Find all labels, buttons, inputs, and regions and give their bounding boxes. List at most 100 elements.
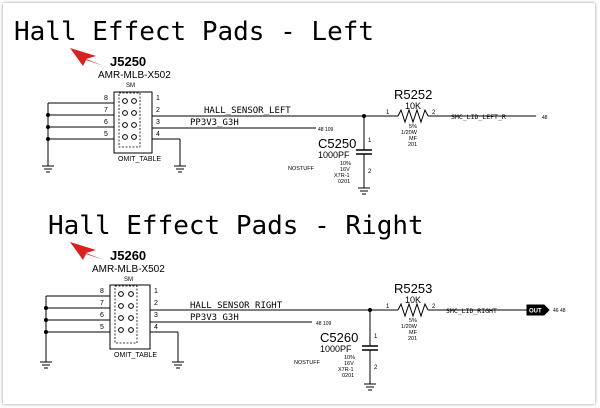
pin-label: 1 <box>156 95 160 102</box>
pin-label: 6 <box>100 312 104 319</box>
net-label: PP3V3_G3H <box>190 313 239 323</box>
resistor-pkg: MF <box>409 330 418 336</box>
pin-label: 2 <box>154 300 158 307</box>
capacitor-c5250 <box>356 116 372 188</box>
connector-footer: OMIT_TABLE <box>118 156 161 163</box>
pin-label: 5 <box>104 131 108 138</box>
out-port-flag-icon <box>526 304 550 316</box>
resistor-tol: 5% <box>409 318 417 324</box>
pin-label: 2 <box>432 304 436 310</box>
capacitor-size: 0201 <box>342 373 354 379</box>
connector-sub: SM <box>126 83 135 89</box>
net-ref: 46 48 <box>553 308 566 314</box>
resistor-tol: 5% <box>409 124 417 130</box>
pin-label: 7 <box>100 300 104 307</box>
pin-label: 2 <box>432 110 436 116</box>
capacitor-dielectric: X7R-1 <box>334 173 350 179</box>
schematic-frame <box>3 3 595 404</box>
pin-label: 3 <box>156 119 160 126</box>
capacitor-dielectric: X7R-1 <box>338 367 354 373</box>
net-label: HALL_SENSOR_RIGHT <box>190 301 283 311</box>
pointer-arrow-icon <box>70 242 104 260</box>
capacitor-volt: 16V <box>340 167 350 173</box>
connector-j5260 <box>109 284 151 350</box>
junction-dot <box>46 125 50 129</box>
pointer-arrow-icon <box>70 48 104 66</box>
connector-sub: SM <box>124 277 133 283</box>
junction-dot <box>44 330 48 334</box>
pin-label: 7 <box>104 107 108 114</box>
pin-label: 5 <box>100 324 104 331</box>
connector-ref: J5260 <box>110 248 146 263</box>
ground-icon <box>171 361 185 369</box>
junction-dot <box>44 306 48 310</box>
capacitor-value: 1000PF <box>320 344 352 354</box>
pin-label: 6 <box>104 119 108 126</box>
section-title: Hall Effect Pads - Left <box>14 17 374 47</box>
resistor-value: 10K <box>405 295 421 305</box>
left-ground-wiring <box>45 295 110 362</box>
resistor-size: 201 <box>408 142 417 148</box>
ground-icon <box>357 187 371 195</box>
ground-icon <box>363 383 377 391</box>
section-right: Hall Effect Pads - Right J5260 AMR-MLB-X… <box>39 211 566 391</box>
pin-label: 4 <box>154 324 158 331</box>
capacitor-ref: C5250 <box>318 136 356 151</box>
net-label: SMC_LID_LEFT_R <box>451 113 506 121</box>
pin-label: 1 <box>154 288 158 295</box>
section-title: Hall Effect Pads - Right <box>48 211 424 241</box>
capacitor-c5260 <box>362 310 378 384</box>
pin-label: 1 <box>386 304 390 310</box>
resistor-r5252 <box>397 108 429 124</box>
pin-label: 3 <box>154 312 158 319</box>
pin4-ground-wire <box>152 138 181 166</box>
net-label: SMC_LID_RIGHT <box>446 307 497 315</box>
pin-label: 8 <box>104 95 108 102</box>
ground-icon <box>41 165 55 173</box>
pin-label: 2 <box>156 107 160 114</box>
junction-dot <box>44 318 48 322</box>
net-ref: 48 <box>542 115 548 121</box>
resistor-ref: R5252 <box>394 87 432 102</box>
out-port-label: OUT <box>529 309 542 315</box>
capacitor-tol: 10% <box>344 355 355 361</box>
connector-part: AMR-MLB-X502 <box>98 70 171 81</box>
capacitor-tol: 10% <box>340 161 351 167</box>
resistor-value: 10K <box>405 101 421 111</box>
section-left: Hall Effect Pads - Left J5250 AMR-MLB-X5… <box>14 17 548 195</box>
resistor-r5253 <box>397 302 429 318</box>
net-label: PP3V3_G3H <box>190 118 239 128</box>
resistor-pkg: MF <box>409 136 418 142</box>
resistor-power: 1/20W <box>401 130 418 136</box>
capacitor-value: 1000PF <box>318 150 350 160</box>
capacitor-note: NOSTUFF <box>288 166 315 172</box>
pin-label: 2 <box>374 365 378 371</box>
capacitor-note: NOSTUFF <box>294 360 321 366</box>
pin-label: 4 <box>156 131 160 138</box>
net-ref: 48 109 <box>318 127 334 133</box>
net-label: HALL_SENSOR_LEFT <box>204 106 291 116</box>
junction-dot <box>46 113 50 117</box>
resistor-power: 1/20W <box>401 324 418 330</box>
connector-footer: OMIT_TABLE <box>114 352 157 359</box>
ground-icon <box>173 165 187 173</box>
net-ref: 48 109 <box>316 321 332 327</box>
capacitor-ref: C5260 <box>320 330 358 345</box>
ground-icon <box>39 361 53 369</box>
connector-ref: J5250 <box>110 54 146 69</box>
pin-label: 1 <box>368 138 372 144</box>
left-ground-wiring <box>47 102 114 166</box>
resistor-size: 201 <box>408 336 417 342</box>
pin-label: 1 <box>374 334 378 340</box>
resistor-ref: R5253 <box>394 281 432 296</box>
capacitor-size: 0201 <box>338 179 350 185</box>
pin-label: 2 <box>368 169 372 175</box>
pin-label: 1 <box>386 110 390 116</box>
connector-part: AMR-MLB-X502 <box>92 264 165 275</box>
junction-dot <box>46 137 50 141</box>
connector-j5250 <box>113 91 153 154</box>
pin-label: 8 <box>100 288 104 295</box>
capacitor-volt: 16V <box>344 361 354 367</box>
pin4-ground-wire <box>150 331 179 362</box>
